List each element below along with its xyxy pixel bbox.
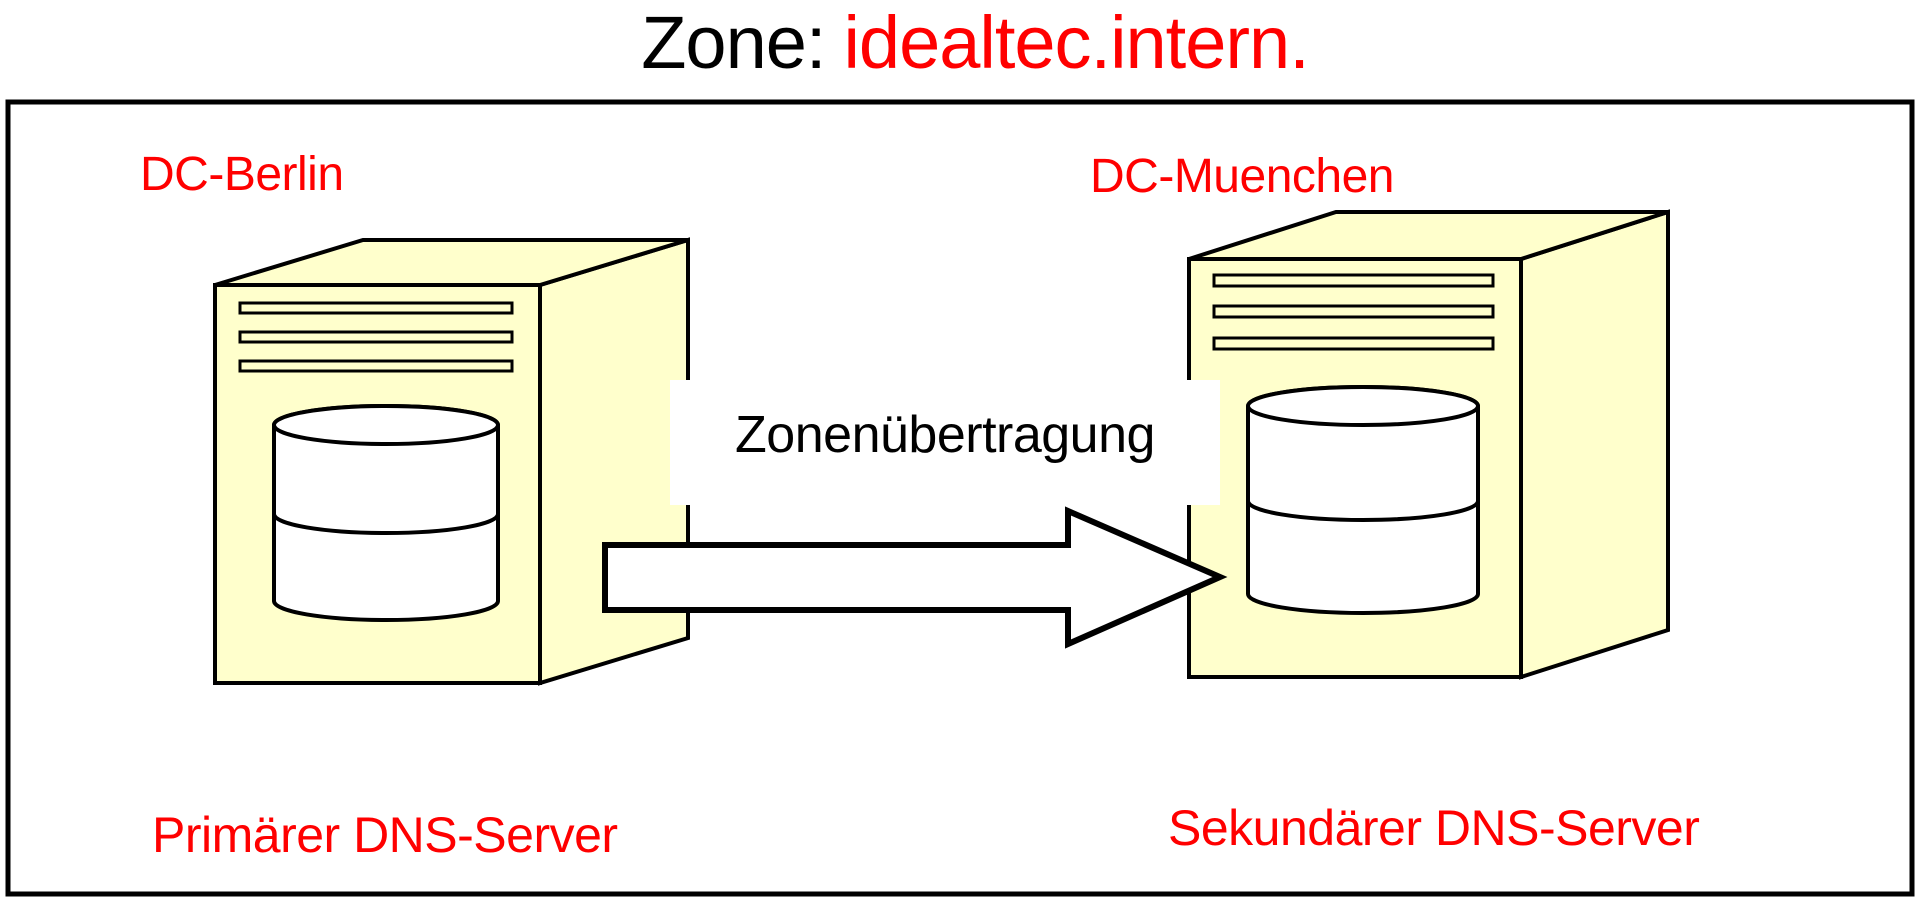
cylinder-divider xyxy=(1246,500,1480,522)
primary-dns-label: Primärer DNS-Server xyxy=(152,807,618,863)
server-side-face xyxy=(1519,209,1670,680)
server-tower-icon xyxy=(213,237,690,686)
title-zone-name: idealtec.intern. xyxy=(843,1,1308,84)
dc-muenchen-label: DC-Muenchen xyxy=(1090,150,1394,203)
vent-slot xyxy=(238,330,514,344)
page-title: Zone:idealtec.intern. xyxy=(641,1,1309,84)
secondary-server-group: DC-Muenchen Sekundärer DNS-Server xyxy=(1090,150,1700,856)
transfer-label-background xyxy=(670,380,1220,505)
primary-server-group: DC-Berlin Primärer DNS-Server xyxy=(140,148,690,863)
vent-slot xyxy=(1212,336,1495,351)
cylinder-top xyxy=(1246,385,1480,427)
vent-slot xyxy=(238,301,514,315)
secondary-dns-label: Sekundärer DNS-Server xyxy=(1168,800,1699,856)
server-side-face xyxy=(538,237,690,686)
transfer-arrow-icon xyxy=(602,506,1228,649)
title-prefix: Zone: xyxy=(641,1,825,84)
vent-slot xyxy=(238,359,514,373)
vent-slot xyxy=(1212,273,1495,288)
vent-slot xyxy=(1212,304,1495,319)
cylinder-divider xyxy=(272,513,500,535)
zone-transfer-group: Zonenübertragung xyxy=(602,380,1228,649)
dc-berlin-label: DC-Berlin xyxy=(140,148,344,201)
zone-transfer-label: Zonenübertragung xyxy=(735,406,1155,464)
cylinder-top xyxy=(272,404,500,446)
server-tower-icon xyxy=(1187,209,1670,680)
database-cylinder-icon xyxy=(272,404,500,622)
database-cylinder-icon xyxy=(1246,385,1480,615)
